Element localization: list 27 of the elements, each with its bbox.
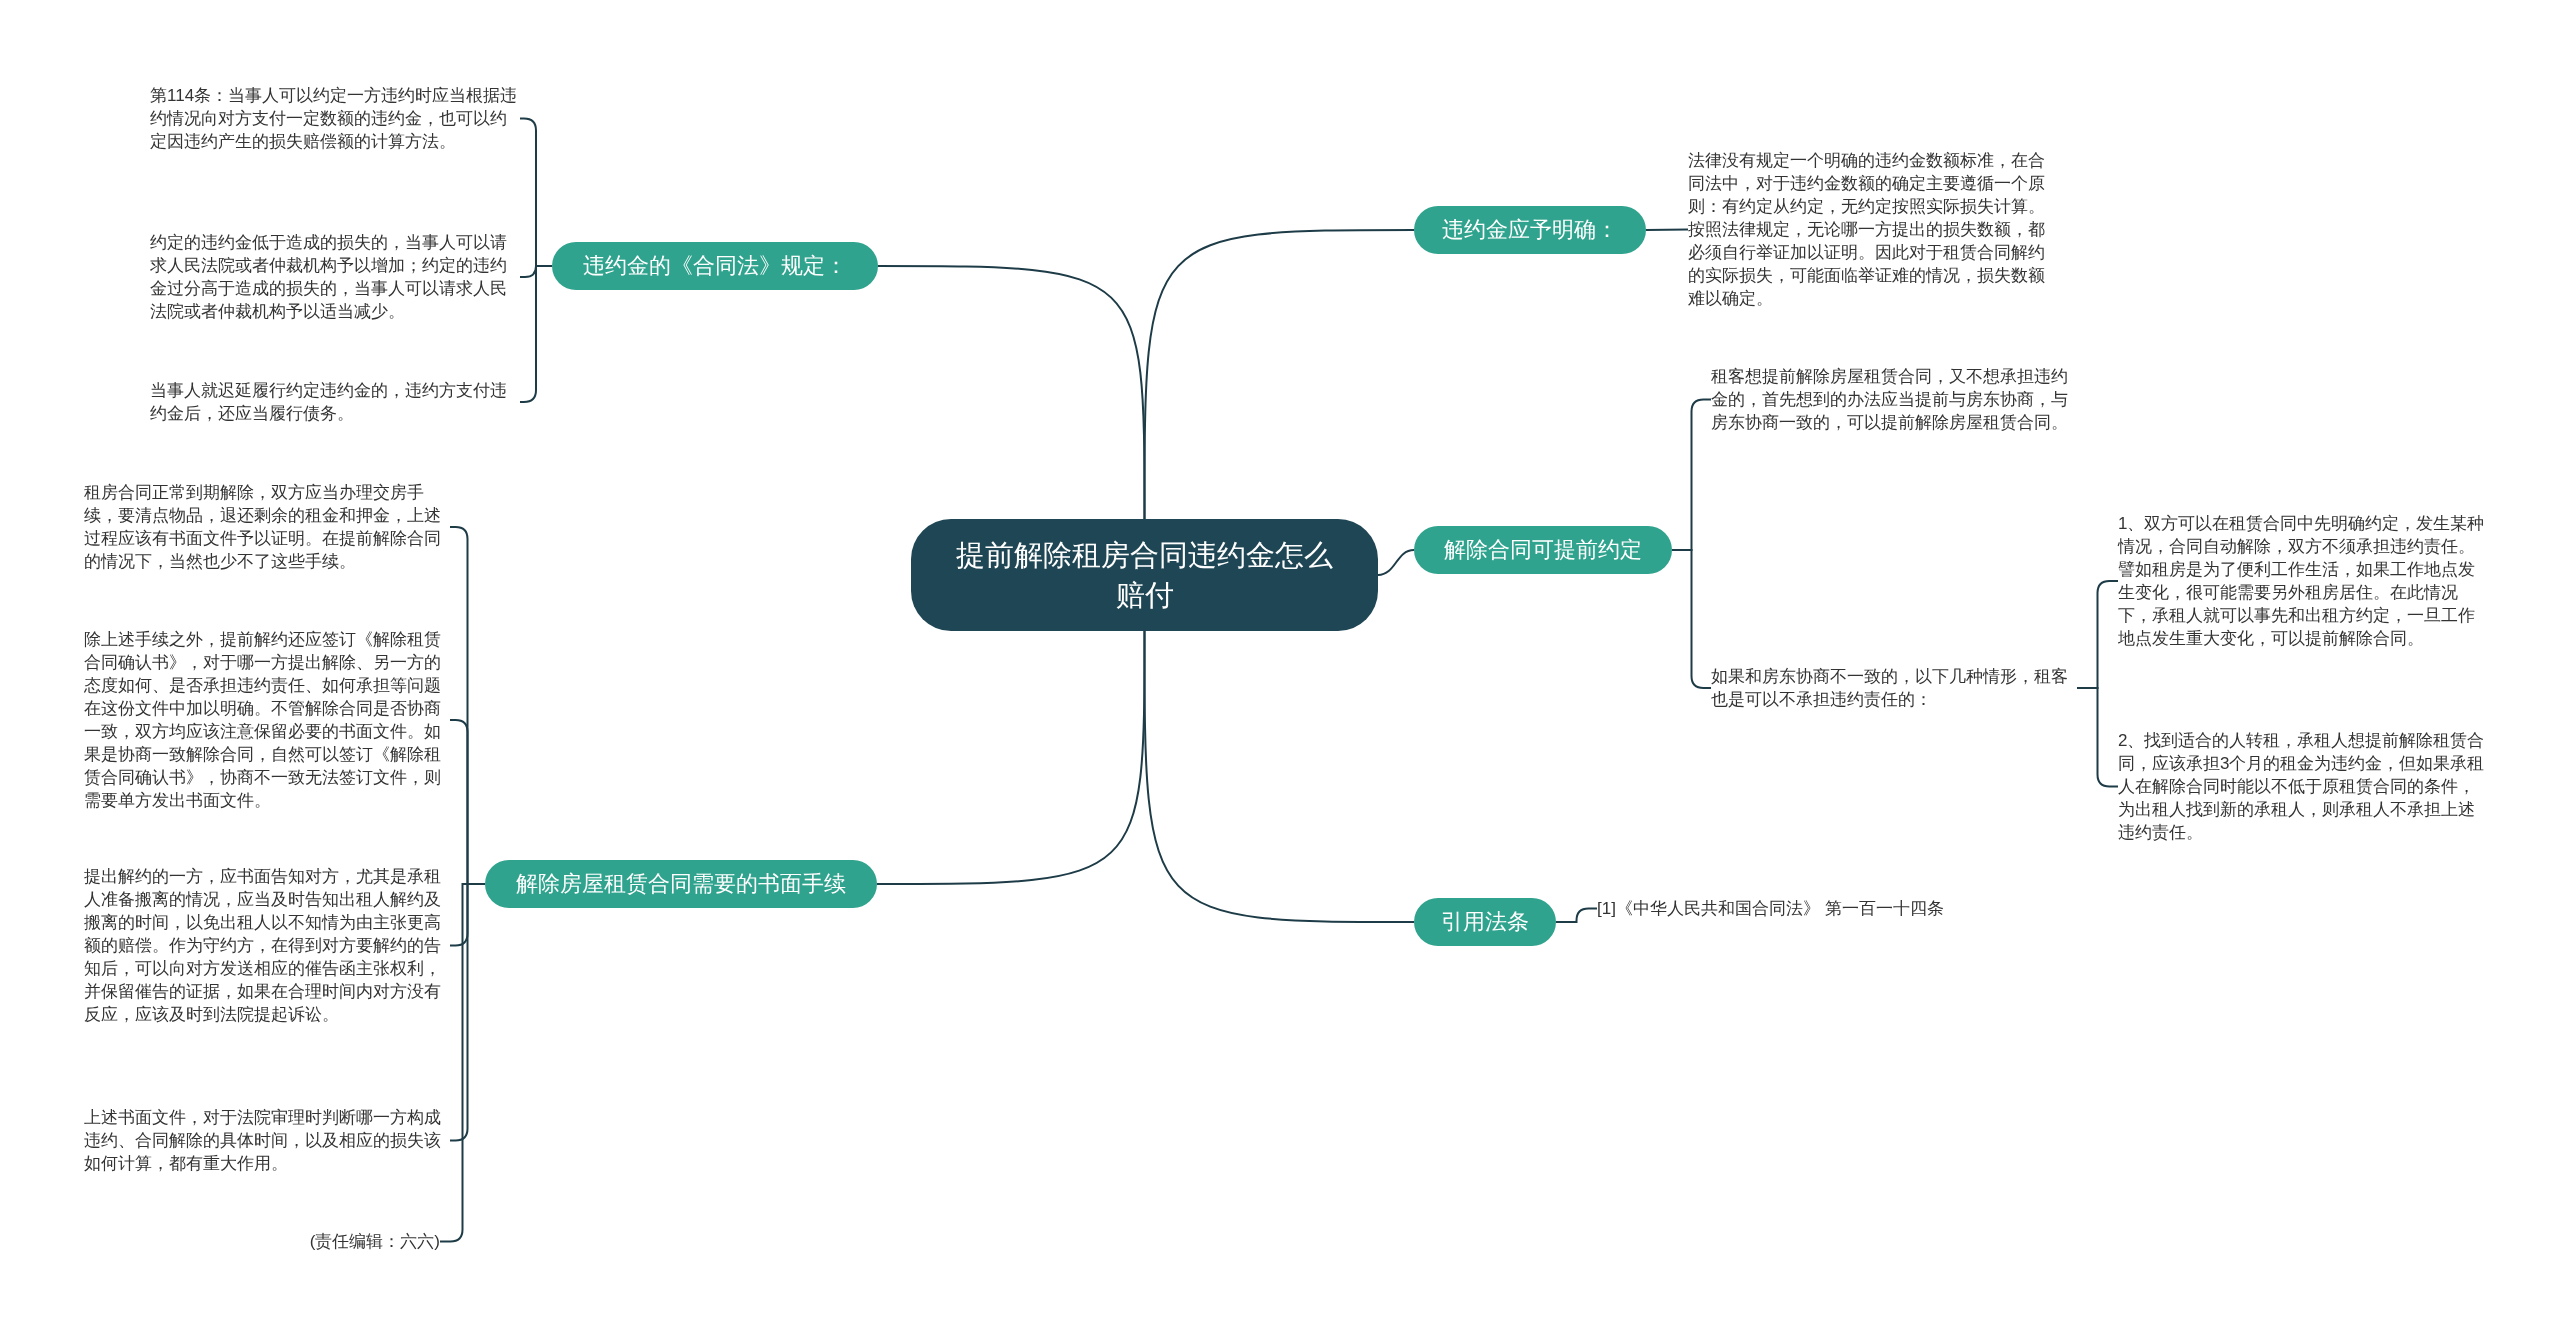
connector-line (877, 265, 1146, 520)
note-text: 法律没有规定一个明确的违约金数额标准，在合同法中，对于违约金数额的确定主要遵循一个原则：有约定从约定，无约定按照实际损失计算。按照法律规定，无论哪一方提出的损失数额，都必须自行举证加以证明。因此对于租赁合同解约的实际损失，可能面临举证难的情况，损失数额难以确定。 (1688, 149, 2058, 310)
note-text: 约定的违约金低于造成的损失的，当事人可以请求人民法院或者仲裁机构予以增加；约定的违约金过分高于造成的损失的，当事人可以请求人民法院或者仲裁机构予以适当减少。 (150, 231, 520, 323)
note-text: 当事人就迟延履行约定违约金的，违约方支付违约金后，还应当履行债务。 (150, 379, 520, 425)
connector-line (1143, 229, 1415, 520)
topic-node: 解除合同可提前约定 (1414, 526, 1672, 574)
note-text: 租房合同正常到期解除，双方应当办理交房手续，要清点物品，退还剩余的租金和押金，上述过程应该有书面文件予以证明。在提前解除合同的情况下，当然也少不了这些手续。 (84, 481, 450, 573)
note-text: 提出解约的一方，应书面告知对方，尤其是承租人准备搬离的情况，应当及时告知出租人解约及搬离的时间，以免出租人以不知情为由主张更高额的赔偿。作为守约方，在得到对方要解约的告知后，可以向对方发送相应的催告函主张权利，并保留催告的证据，如果在合理时间内对方没有反应，应该及时到法院提起诉讼。 (84, 865, 450, 1026)
central-topic-node: 提前解除租房合同违约金怎么赔付 (911, 519, 1378, 631)
connector-line (1645, 228, 1689, 231)
connector-line (876, 630, 1146, 885)
topic-node: 解除房屋租赁合同需要的书面手续 (485, 860, 877, 908)
topic-node: 违约金应予明确： (1414, 206, 1646, 254)
note-text: 第114条：当事人可以约定一方违约时应当根据违约情况向对方支付一定数额的违约金，也可以约定因违约产生的损失赔偿额的计算方法。 (150, 84, 520, 153)
topic-node: 违约金的《合同法》规定： (552, 242, 878, 290)
connector-line (1377, 549, 1415, 576)
topic-node: 引用法条 (1414, 898, 1556, 946)
note-text: 上述书面文件，对于法院审理时判断哪一方构成违约、合同解除的具体时间，以及相应的损失该如何计算，都有重大作用。 (84, 1106, 450, 1175)
note-text: 2、找到适合的人转租，承租人想提前解除租赁合同，应该承担3个月的租金为违约金，但如果承租人在解除合同时能以不低于原租赁合同的条件，为出租人找到新的承租人，则承租人不承担上述违约责任。 (2118, 729, 2488, 844)
note-text: [1]《中华人民共和国合同法》 第一百一十四条 (1597, 897, 1957, 920)
note-text: 租客想提前解除房屋租赁合同，又不想承担违约金的，首先想到的办法应当提前与房东协商，与房东协商一致的，可以提前解除房屋租赁合同。 (1711, 365, 2077, 434)
connector-line (1143, 630, 1415, 923)
connector-line (1555, 907, 1598, 923)
note-text: (责任编辑：六六) (240, 1230, 440, 1253)
note-text: 除上述手续之外，提前解约还应签订《解除租赁合同确认书》，对于哪一方提出解除、另一方的态度如何、是否承担违约责任、如何承担等问题在这份文件中加以明确。不管解除合同是否协商一致，双方均应该注意保留必要的书面文件。如果是协商一致解除合同，自然可以签订《解除租赁合同确认书》，协商不一致无法签订文件，则需要单方发出书面文件。 (84, 628, 450, 812)
note-text: 1、双方可以在租赁合同中先明确约定，发生某种情况，合同自动解除，双方不须承担违约责任。譬如租房是为了便利工作生活，如果工作地点发生变化，很可能需要另外租房居住。在此情况下，承租人就可以事先和出租方约定，一旦工作地点发生重大变化，可以提前解除合同。 (2118, 512, 2488, 650)
note-text: 如果和房东协商不一致的，以下几种情形，租客也是可以不承担违约责任的： (1711, 665, 2077, 711)
